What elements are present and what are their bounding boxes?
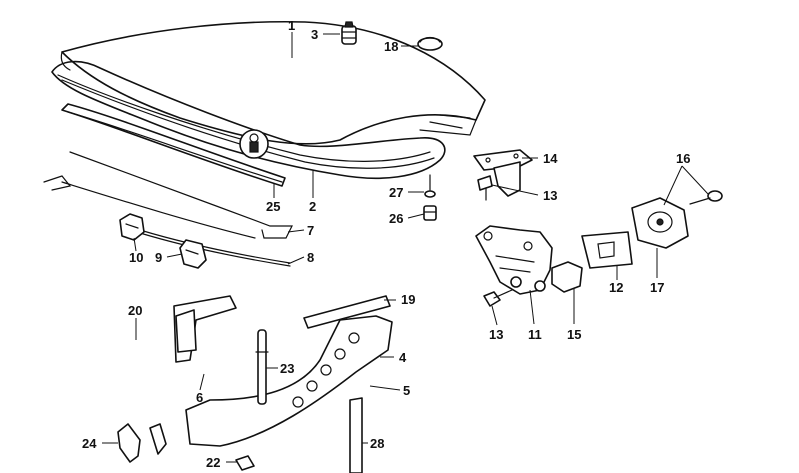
callout-24: 24 xyxy=(82,436,97,451)
hinge-bracket xyxy=(173,295,237,363)
callout-20: 20 xyxy=(128,303,142,318)
callout-6: 6 xyxy=(196,390,203,405)
sealing-plug xyxy=(417,36,443,51)
callout-26: 26 xyxy=(389,211,403,226)
callout-14: 14 xyxy=(543,151,558,166)
callout-19: 19 xyxy=(401,292,415,307)
striker-screw xyxy=(477,175,493,201)
callout-8: 8 xyxy=(307,250,314,265)
callout-3: 3 xyxy=(311,27,318,42)
striker-bracket xyxy=(473,149,533,197)
lock-cylinder-screw xyxy=(689,190,723,205)
callout-25: 25 xyxy=(266,199,280,214)
callout-17: 17 xyxy=(650,280,664,295)
callout-7: 7 xyxy=(307,223,314,238)
callout-23: 23 xyxy=(280,361,294,376)
callout-5: 5 xyxy=(403,383,410,398)
trunk-lid xyxy=(60,20,486,145)
torsion-rod xyxy=(139,229,291,267)
callout-27: 27 xyxy=(389,185,403,200)
callout-11: 11 xyxy=(528,327,542,342)
leader-lines xyxy=(102,32,709,463)
callout-12: 12 xyxy=(609,280,623,295)
callout-22: 22 xyxy=(206,455,220,470)
callout-1: 1 xyxy=(288,18,295,33)
callout-2: 2 xyxy=(309,199,316,214)
cable-guide xyxy=(117,423,167,463)
lock-bracket xyxy=(551,261,583,293)
lock-plate xyxy=(581,231,633,269)
weatherstrip xyxy=(61,103,286,187)
lock-cylinder xyxy=(631,197,689,249)
lid-support-rod xyxy=(43,151,293,239)
callout-16: 16 xyxy=(676,151,690,166)
part-callouts: 1 3 18 2 25 14 13 27 26 16 17 12 15 11 1… xyxy=(82,18,690,470)
callout-18: 18 xyxy=(384,39,398,54)
lid-seal-frame xyxy=(51,60,446,180)
hinge-pin xyxy=(349,397,363,473)
gas-strut xyxy=(255,329,269,405)
callout-13-upper: 13 xyxy=(543,188,557,203)
trunk-lock xyxy=(475,225,553,295)
hinge-cover-plate xyxy=(303,295,391,329)
retaining-clip xyxy=(119,213,145,241)
bottom-clip xyxy=(235,455,255,471)
callout-4: 4 xyxy=(399,350,407,365)
callout-13-lower: 13 xyxy=(489,327,503,342)
clip-detail-icon xyxy=(239,129,269,159)
rod-bushing xyxy=(179,239,207,269)
lock-bolt xyxy=(483,289,513,307)
lock-cylinder-bolt xyxy=(423,205,437,221)
callout-10: 10 xyxy=(129,250,143,265)
callout-28: 28 xyxy=(370,436,384,451)
callout-15: 15 xyxy=(567,327,581,342)
washer xyxy=(424,174,436,198)
callout-9: 9 xyxy=(155,250,162,265)
rubber-buffer xyxy=(341,21,357,45)
